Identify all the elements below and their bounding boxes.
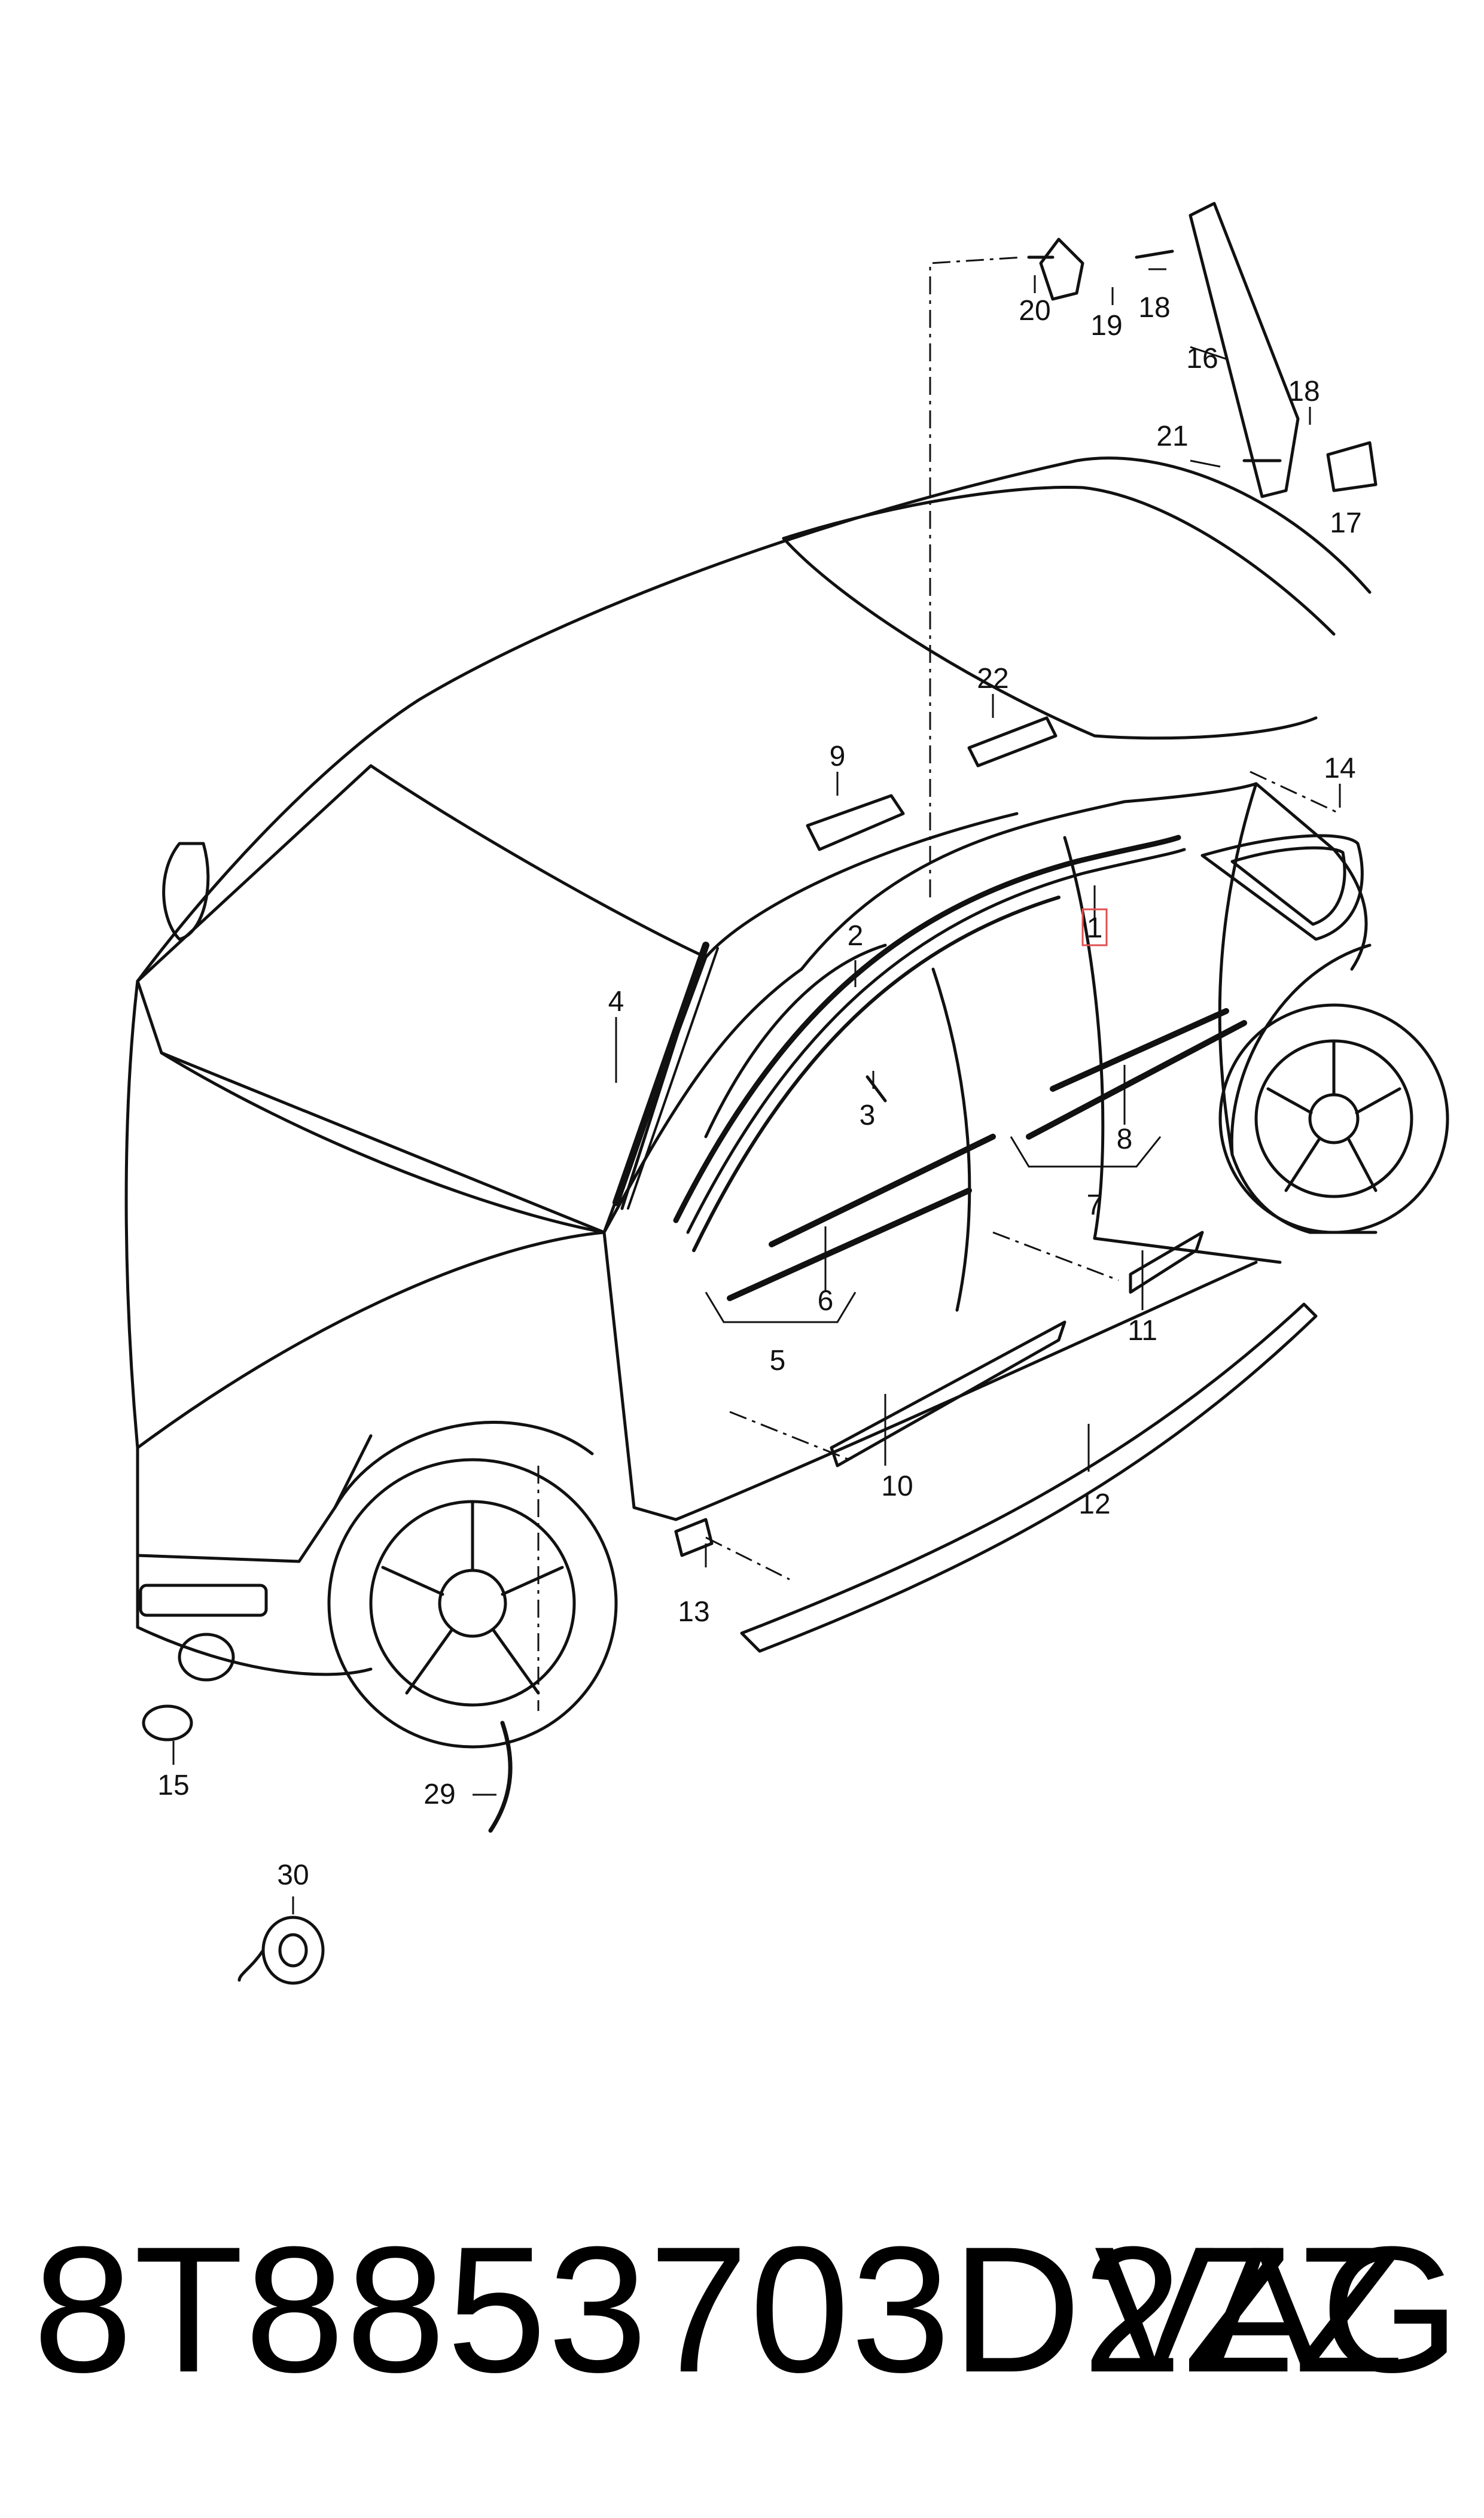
callout-12: 12 [1078, 1488, 1110, 1520]
part-belt-moulding-front [727, 1134, 996, 1301]
exploded-view-drawing: 1 2 3 4 5 6 7 8 9 10 11 12 13 14 15 16 1… [124, 202, 1449, 1985]
leader-lines [172, 268, 1341, 1914]
part-sill-trim-front [830, 1231, 1204, 1467]
callout-18-lower: 18 [1288, 376, 1320, 407]
part-window-trim [673, 835, 1186, 1252]
callout-14: 14 [1324, 753, 1355, 784]
callout-13: 13 [678, 1596, 709, 1628]
part-b-pillar-cover [1027, 202, 1378, 498]
callout-8: 8 [1117, 1123, 1133, 1155]
callout-3: 3 [860, 1100, 876, 1131]
part-rear-quarter-window [1200, 834, 1364, 941]
callout-15: 15 [157, 1770, 189, 1801]
callout-16: 16 [1186, 343, 1218, 374]
reference-lines [537, 256, 1340, 1711]
callout-2: 2 [848, 920, 864, 952]
callout-20: 20 [1019, 295, 1050, 327]
callout-5: 5 [770, 1345, 786, 1377]
callout-1: 1 [1087, 912, 1103, 944]
part-clips [142, 716, 1058, 1741]
callout-11: 11 [1128, 1315, 1157, 1347]
footer: 8T8853703D2ZZ VAG [0, 2202, 1484, 2453]
part-tape-roll [237, 1916, 325, 1985]
part-belt-moulding-rear [1026, 1008, 1247, 1140]
callout-21: 21 [1156, 421, 1188, 452]
callout-30: 30 [277, 1859, 309, 1891]
callout-6: 6 [818, 1285, 834, 1317]
callout-10: 10 [881, 1470, 913, 1502]
brand-name: VAG [1094, 2209, 1460, 2410]
callout-4: 4 [608, 986, 624, 1018]
part-windshield-trim [620, 943, 708, 1210]
callout-9: 9 [830, 741, 846, 772]
part-side-skirt [740, 1302, 1318, 1653]
callout-22: 22 [977, 663, 1008, 695]
callout-17: 17 [1330, 507, 1361, 539]
callout-19: 19 [1090, 310, 1122, 342]
part-number: 8T8853703D2ZZ [33, 2209, 1406, 2410]
callout-1-highlight [1081, 908, 1108, 946]
car-body [124, 456, 1449, 1749]
part-wheel-arch-strip [488, 1721, 513, 1833]
callout-7: 7 [1087, 1189, 1103, 1221]
callout-18-top: 18 [1138, 292, 1170, 324]
callout-29: 29 [423, 1779, 455, 1810]
